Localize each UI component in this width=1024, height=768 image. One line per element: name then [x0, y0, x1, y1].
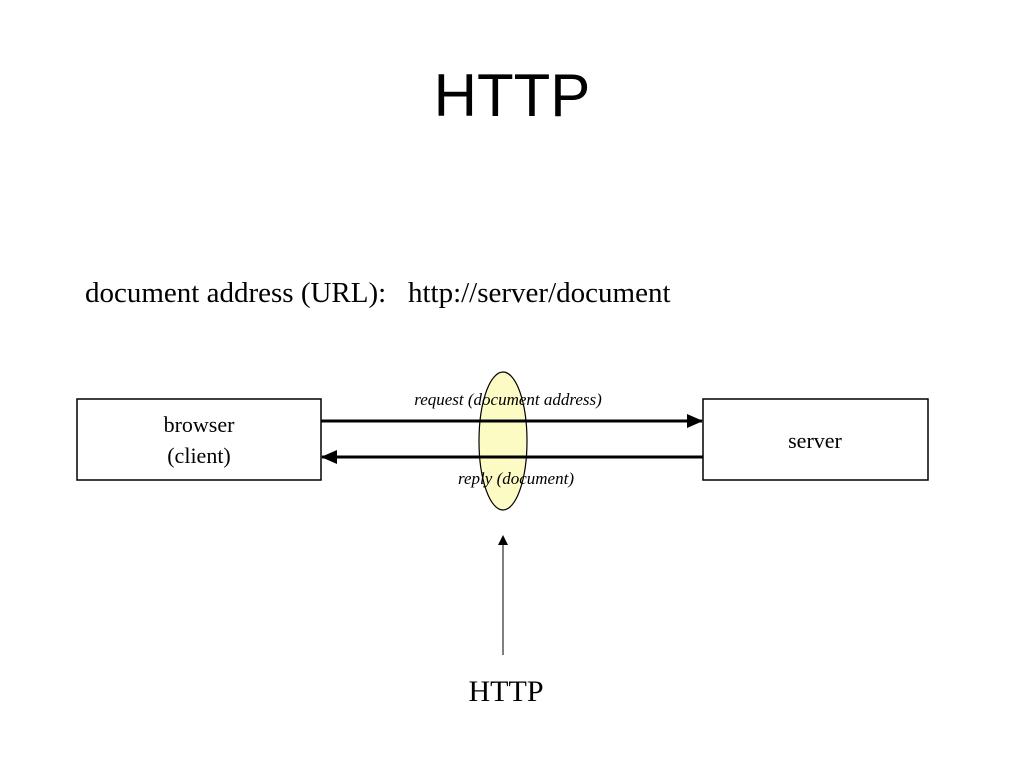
client-box-line1: browser — [164, 412, 236, 437]
request-label: request (document address) — [414, 390, 602, 409]
server-box — [702, 398, 929, 481]
reply-label: reply (document) — [458, 469, 574, 488]
protocol-highlight — [478, 371, 528, 511]
client-box — [76, 398, 322, 481]
url-value: http://server/document — [407, 277, 671, 309]
protocol-label: HTTP — [469, 675, 544, 708]
server-box-label: server — [788, 428, 842, 453]
slide-title: HTTP — [433, 62, 591, 129]
url-label: document address (URL): — [85, 277, 387, 309]
client-box-line2: (client) — [167, 443, 231, 468]
url-line: document address (URL): http://server/do… — [85, 276, 671, 310]
